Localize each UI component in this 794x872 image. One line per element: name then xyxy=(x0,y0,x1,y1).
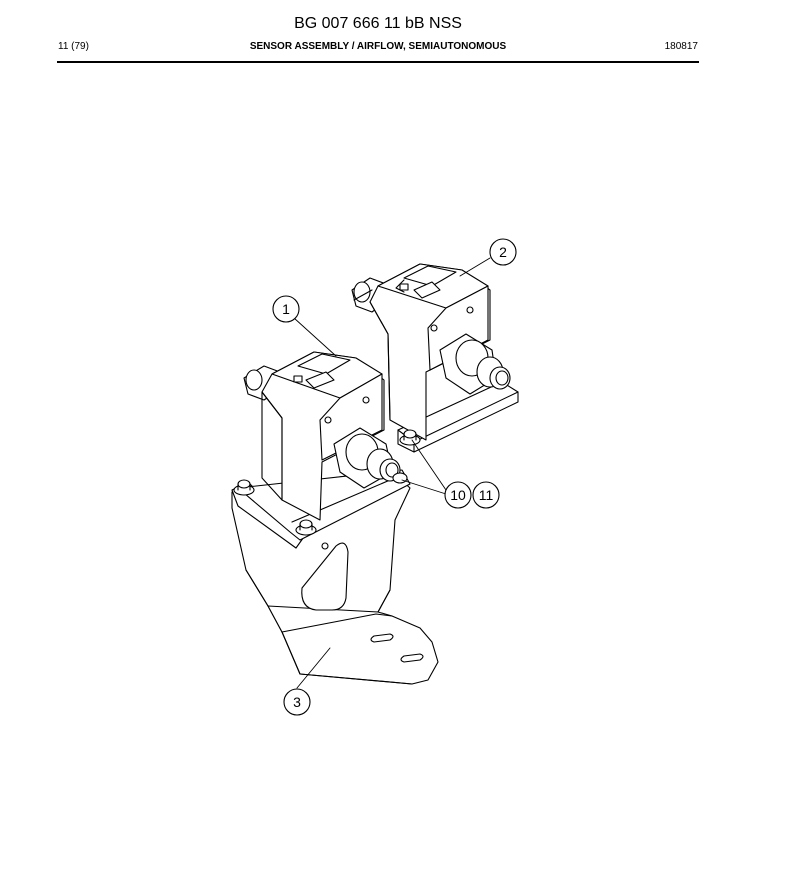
svg-text:10: 10 xyxy=(450,487,466,503)
rear-sensor xyxy=(351,263,511,441)
screws xyxy=(233,429,421,536)
callout-11: 11 xyxy=(472,481,500,509)
mounting-bracket xyxy=(231,469,439,685)
section-title: SENSOR ASSEMBLY / AIRFLOW, SEMIAUTONOMOU… xyxy=(249,41,507,52)
svg-text:11: 11 xyxy=(479,487,494,503)
page-number: 11 (79) xyxy=(58,41,89,52)
callout-2: 2 xyxy=(489,238,517,266)
svg-text:2: 2 xyxy=(499,244,507,260)
callout-10: 10 xyxy=(444,481,472,509)
header-rule xyxy=(57,61,699,63)
svg-text:1: 1 xyxy=(282,301,290,317)
front-sensor xyxy=(243,351,401,521)
svg-text:3: 3 xyxy=(293,694,301,710)
callout-3: 3 xyxy=(283,688,311,716)
leader-lines xyxy=(293,257,491,689)
callout-1: 1 xyxy=(272,295,300,323)
document-title: BG 007 666 11 bB NSS xyxy=(294,15,462,32)
document-code: 180817 xyxy=(664,41,698,52)
